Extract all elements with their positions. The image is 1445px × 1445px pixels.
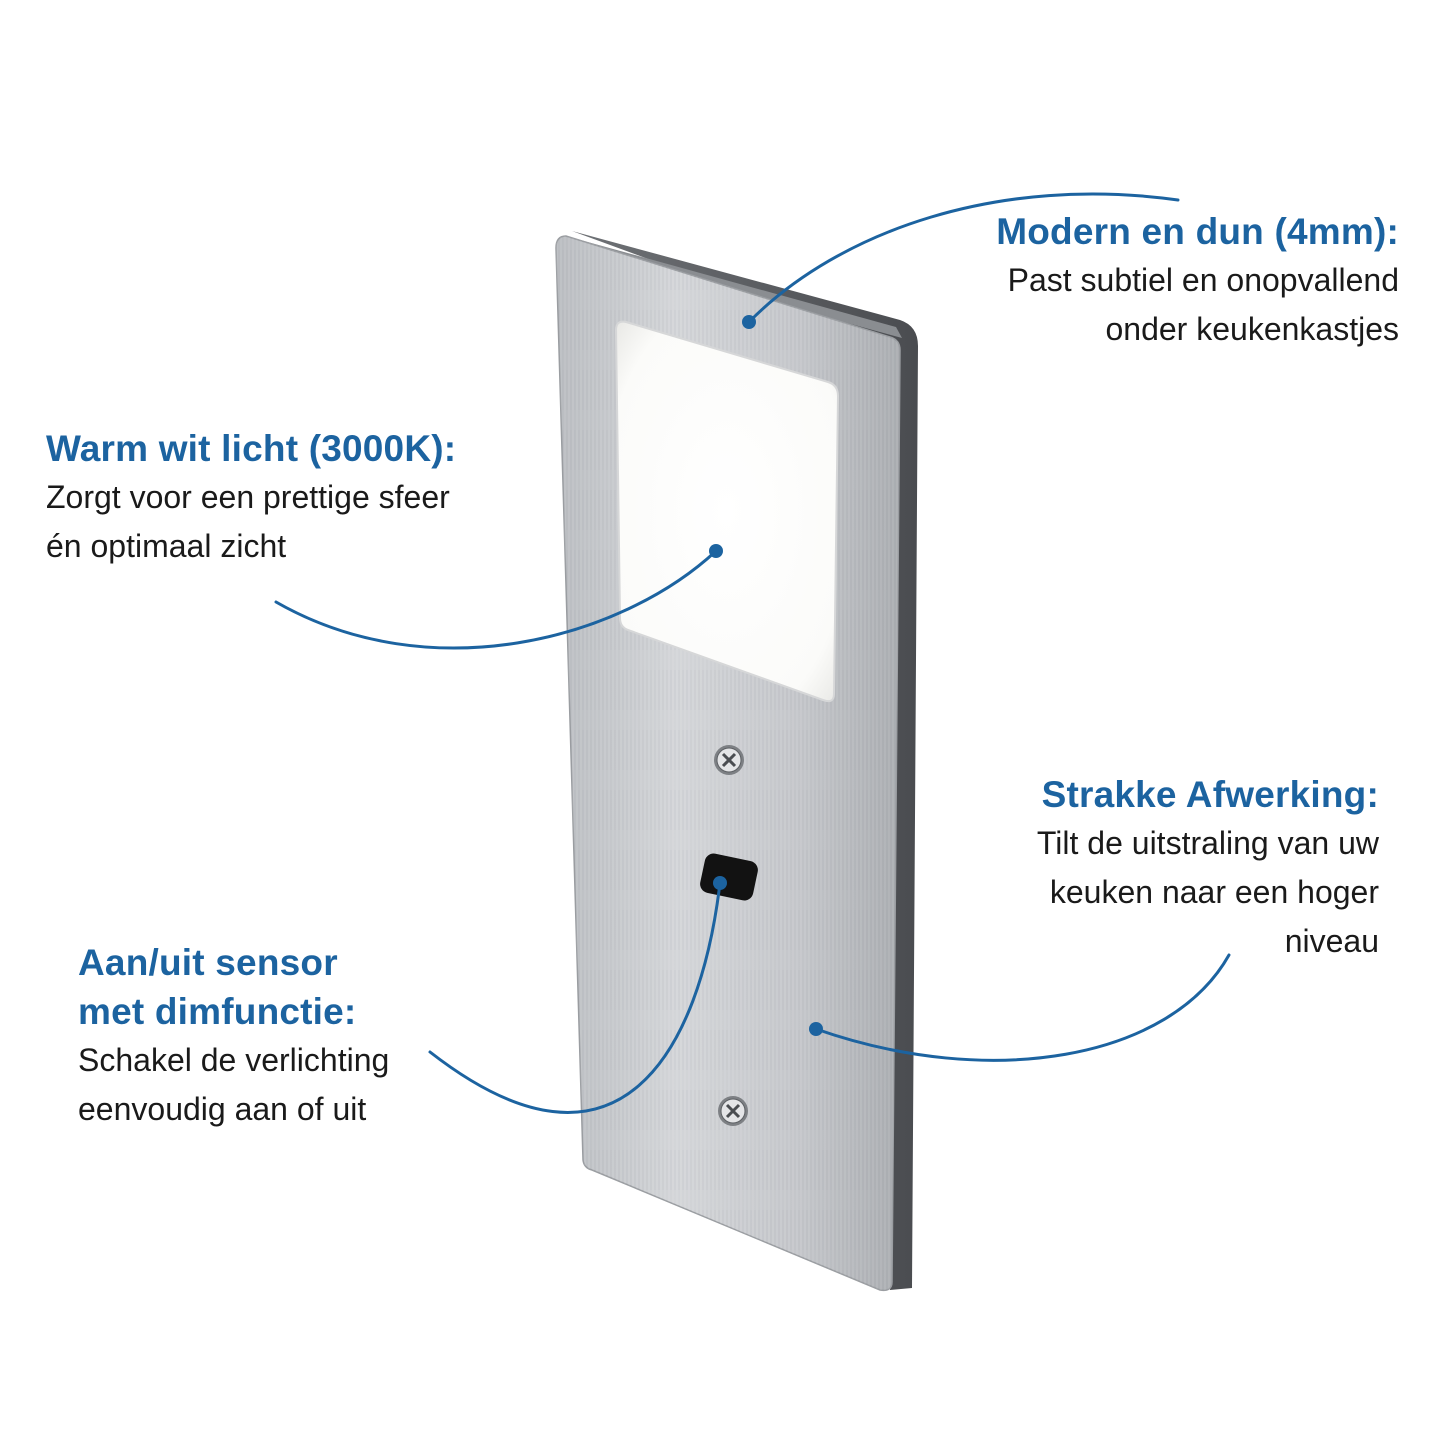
leader-dot-warm: [709, 544, 723, 558]
light-window: [614, 320, 840, 703]
screw-bottom: [718, 1096, 748, 1126]
callout-text-line: niveau: [1284, 923, 1379, 959]
callout-modern: Modern en dun (4mm): Past subtiel en ono…: [879, 207, 1399, 354]
callout-text-line: Zorgt voor een prettige sfeer: [46, 479, 450, 515]
callout-title: Strakke Afwerking:: [1041, 774, 1379, 815]
callout-text-line: eenvoudig aan of uit: [78, 1091, 367, 1127]
leader-line-sensor: [428, 881, 722, 1114]
leader-line-strak: [814, 953, 1231, 1062]
leader-line-warm: [274, 549, 718, 650]
callout-title: Warm wit licht (3000K):: [46, 428, 457, 469]
callout-warm: Warm wit licht (3000K): Zorgt voor een p…: [46, 424, 566, 571]
leader-dot-strak: [809, 1022, 823, 1036]
callout-title: Modern en dun (4mm):: [996, 211, 1399, 252]
callout-text-line: én optimaal zicht: [46, 528, 287, 564]
sensor-window: [700, 853, 758, 901]
callout-sensor: Aan/uit sensor met dimfunctie: Schakel d…: [78, 938, 498, 1134]
callout-title: Aan/uit sensor: [78, 942, 338, 983]
leader-dot-modern: [742, 315, 756, 329]
callout-text-line: Tilt de uitstraling van uw: [1036, 825, 1379, 861]
callout-text-line: onder keukenkastjes: [1105, 311, 1399, 347]
callout-strak: Strakke Afwerking: Tilt de uitstraling v…: [919, 770, 1379, 966]
leader-dot-sensor: [713, 876, 727, 890]
callout-text-line: keuken naar een hoger: [1049, 874, 1379, 910]
leader-line-modern: [747, 192, 1180, 324]
callout-text-line: Past subtiel en onopvallend: [1007, 262, 1399, 298]
callout-title: met dimfunctie:: [78, 991, 357, 1032]
screw-top: [714, 745, 744, 775]
callout-text-line: Schakel de verlichting: [78, 1042, 390, 1078]
